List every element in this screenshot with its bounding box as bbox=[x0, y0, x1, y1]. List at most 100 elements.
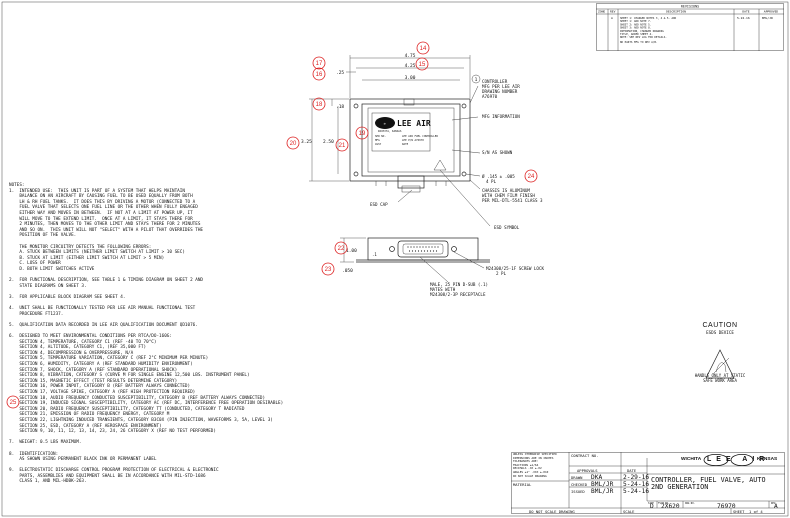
note-line: SECTION 15, MAGNETIC EFFECT (TEST RESULT… bbox=[9, 378, 178, 384]
approval-role: DRAWN bbox=[571, 475, 583, 480]
note-line: 4. UNIT SHALL BE FUNCTIONALLY TESTED PER… bbox=[9, 306, 196, 312]
note-line: STATE DIAGRAMS ON SHEET 3. bbox=[9, 283, 87, 289]
note-line: C. LOSS OF POWER bbox=[9, 261, 61, 267]
dim-overall-height: 3.25 bbox=[301, 139, 312, 145]
note-line: 1. INTENDED USE: THIS UNIT IS PART OF A … bbox=[9, 188, 185, 194]
dim-overall-width: 4.75 bbox=[405, 53, 416, 59]
revision-col: REV bbox=[610, 10, 616, 14]
note-line: SECTION 21, EMISSION OF RADIO FREQUENCY … bbox=[9, 412, 170, 418]
plate-line: ASSY bbox=[375, 142, 382, 146]
callout-balloon bbox=[286, 136, 300, 150]
note-line: B. STUCK AT LIMIT (EITHER LIMIT SWITCH A… bbox=[9, 255, 165, 261]
callout-balloon bbox=[335, 138, 349, 152]
revision-desc: NOTE: SEE REV LOG FOR DETAILS. bbox=[620, 35, 667, 39]
note-line: SECTION 7, SHOCK, CATEGORY A (REF STANDA… bbox=[9, 367, 178, 373]
esd-caution: CAUTION ESDS DEVICE HANDLE ONLY AT STATI… bbox=[672, 322, 768, 383]
revision-desc: SHEET 2: ADD NOTE 5. bbox=[620, 22, 651, 26]
callout-number: 18 bbox=[316, 102, 323, 108]
callout-balloon bbox=[6, 395, 20, 409]
size-label: SIZE bbox=[648, 501, 654, 505]
esd-caution-symbol bbox=[705, 349, 735, 379]
callout-number: 1 bbox=[475, 77, 478, 83]
note-line: SECTION 18, AUDIO FREQUENCY CONDUCTED SU… bbox=[9, 395, 266, 401]
label-chassis: CHASSIS IS ALUMINUM bbox=[482, 188, 530, 193]
callout-number: 24 bbox=[528, 174, 535, 180]
callout-number: 20 bbox=[290, 141, 297, 147]
callout-labels: CONTROLLER MFG PER LEE AIR DRAWING NUMBE… bbox=[370, 79, 544, 297]
material-label: MATERIAL bbox=[513, 482, 532, 487]
plate-line: LEE P/N A76970 bbox=[402, 138, 424, 142]
label-controller: DRAWING NUMBER bbox=[482, 89, 518, 94]
note-line: 2. FOR FUNCTIONAL DESCRIPTION, SEE TABLE… bbox=[9, 278, 204, 284]
callout-number: 25 bbox=[10, 400, 17, 406]
title-block-grid bbox=[511, 452, 785, 514]
dwg-label: DWG NO. bbox=[685, 501, 696, 505]
drawing-notes: NOTES:1. INTENDED USE: THIS UNIT IS PART… bbox=[9, 183, 529, 485]
dwg-number: 76970 bbox=[717, 503, 736, 510]
callout-balloon bbox=[524, 169, 538, 183]
revision-desc: INFORMATION, CHANGED DRAWING bbox=[620, 29, 664, 33]
approval-name: BML/JR bbox=[591, 481, 614, 488]
note-line: SECTION 5, TEMPERATURE VARIATION, CATEGO… bbox=[9, 356, 209, 362]
date-header: DATE bbox=[627, 468, 637, 473]
screw-lock-icon bbox=[451, 246, 457, 252]
callout-balloon bbox=[416, 41, 430, 55]
revision-rev: A bbox=[611, 16, 613, 20]
revision-col: ZONE bbox=[598, 10, 605, 14]
callout-number: 22 bbox=[338, 246, 345, 252]
dsub-connector bbox=[397, 240, 449, 258]
approval-name: DKA bbox=[591, 474, 603, 481]
label-mfg-info: MFG INFORMATION bbox=[482, 114, 520, 119]
chassis-lid bbox=[367, 107, 455, 173]
plate-line: SER NO. bbox=[375, 134, 386, 138]
note-line: SECTION 6, HUMIDITY, CATEGORY A (REF STA… bbox=[9, 362, 193, 367]
controller-side-view: 1.00 .050 .1 bbox=[340, 237, 490, 274]
drawing-title: 2ND GENERATION bbox=[651, 483, 709, 491]
label-chassis: WITH CHEM FILM FINISH bbox=[482, 193, 535, 198]
caution-title: CAUTION bbox=[702, 322, 738, 329]
rev-value: A bbox=[774, 503, 778, 510]
approval-role: ISSUED bbox=[571, 489, 585, 494]
label-controller: A76970 bbox=[482, 94, 498, 99]
scale-label: SCALE bbox=[623, 509, 635, 514]
caution-handling: SAFE WORK AREA bbox=[703, 378, 737, 383]
dim-top-offset: .18 bbox=[336, 104, 344, 110]
approval-date: 5-24-16 bbox=[623, 488, 650, 495]
note-line: PROCEDURE FT1237. bbox=[9, 311, 64, 317]
callout-number: 15 bbox=[419, 62, 426, 68]
do-not-scale: DO NOT SCALE DRAWING bbox=[529, 509, 575, 514]
note-line: SECTION 8, VIBRATION, CATEGORY S (CURVE … bbox=[9, 373, 250, 379]
sheet-value: 1 of 4 bbox=[749, 509, 763, 514]
note-line: FUEL VALVE THAT SELECTS ONE FUEL LINE OR… bbox=[9, 205, 198, 211]
company-logo: LEE AIR bbox=[707, 455, 770, 463]
callout-number: 23 bbox=[325, 267, 332, 273]
dsub-pins bbox=[407, 246, 439, 252]
esd-cap bbox=[397, 175, 425, 189]
revision-desc: SHEET 1: ADD NOTE 7. bbox=[620, 19, 651, 23]
callout-number: 19 bbox=[359, 131, 366, 137]
note-line: NOTES: bbox=[9, 183, 25, 188]
dim-side-small: .1 bbox=[372, 252, 377, 257]
drawing-title: CONTROLLER, FUEL VALVE, AUTO bbox=[651, 476, 766, 484]
callout-number: 16 bbox=[316, 72, 323, 78]
callout-number: 21 bbox=[339, 143, 346, 149]
label-esd-symbol: ESD SYMBOL bbox=[494, 225, 520, 230]
caution-handling: HANDLE ONLY AT STATIC bbox=[694, 373, 746, 378]
sheet-label: SHEET bbox=[733, 509, 745, 514]
esd-hand-icon bbox=[715, 362, 727, 373]
red-callouts: 14 17 15 16 18 19 20 21 1 24 22 23 25 bbox=[6, 41, 538, 409]
callout-number: 17 bbox=[316, 61, 323, 67]
callout-number: 14 bbox=[420, 46, 427, 52]
plate-brand: LEE AIR bbox=[397, 119, 431, 128]
revision-block: REVISIONS ZONE REV DESCRIPTION DATE APPR… bbox=[596, 3, 784, 55]
company-state: KANSAS bbox=[757, 457, 778, 462]
approval-date: 2-29-16 bbox=[623, 474, 650, 481]
dim-left-offset: .25 bbox=[336, 70, 344, 76]
label-hole: Ø .145 ± .005 bbox=[482, 174, 515, 179]
screw-lock-icon bbox=[389, 246, 395, 252]
note-line: SECTION 20, RADIO FREQUENCY SUSCEPTIBILI… bbox=[9, 406, 245, 412]
note-line: 6. DESIGNED TO MEET ENVIRONMENTAL CONDIT… bbox=[9, 334, 172, 340]
spec-text: UNLESS OTHERWISE SPECIFIED DIMENSIONS AR… bbox=[513, 452, 557, 478]
